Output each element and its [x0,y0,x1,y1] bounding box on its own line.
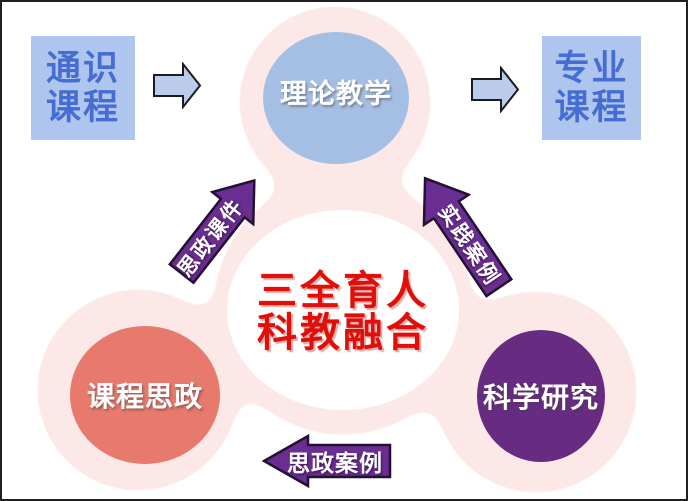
practice-cases-arrow-icon [422,176,514,298]
scientific-research-label: 科学研究 [482,382,599,413]
theory-teaching-circle: 理论教学 [263,32,409,164]
general-courses-line2: 课程 [45,88,120,127]
flow-arrow-right-shape [471,66,520,113]
ideology-cases-arrow: 思政案例 [262,434,392,488]
ideology-cases-arrow-icon [262,434,392,488]
flow-arrow-right [471,66,520,113]
ideology-courseware-arrow: 思政课件 [158,162,277,293]
center-motto-line1: 三全育人 [257,267,429,314]
ideology-cases-label: 思政案例 [287,450,383,476]
professional-courses-box: 专业 课程 [542,36,641,140]
general-courses-box: 通识 课程 [31,36,135,140]
flow-arrow-left [153,62,202,109]
ideology-courseware-arrow-icon [168,178,256,285]
professional-courses-line2: 课程 [554,88,629,127]
flow-arrow-left-shape [153,62,202,109]
practice-cases-arrow-shape [422,176,514,298]
center-white-circle [227,210,459,410]
course-ideology-circle: 课程思政 [70,326,220,464]
scientific-research-circle: 科学研究 [477,330,605,462]
practice-cases-arrow: 实践案例 [400,160,524,305]
ideology-courseware-arrow-shape [168,178,256,285]
ideology-cases-arrow-shape [262,434,392,488]
center-motto-line2: 科教融合 [257,309,429,356]
course-ideology-label: 课程思政 [86,381,203,412]
general-courses-line1: 通识 [45,49,120,88]
theory-teaching-label: 理论教学 [280,78,392,109]
professional-courses-line1: 专业 [554,49,629,88]
center-motto: 三全育人 科教融合 [215,270,471,354]
